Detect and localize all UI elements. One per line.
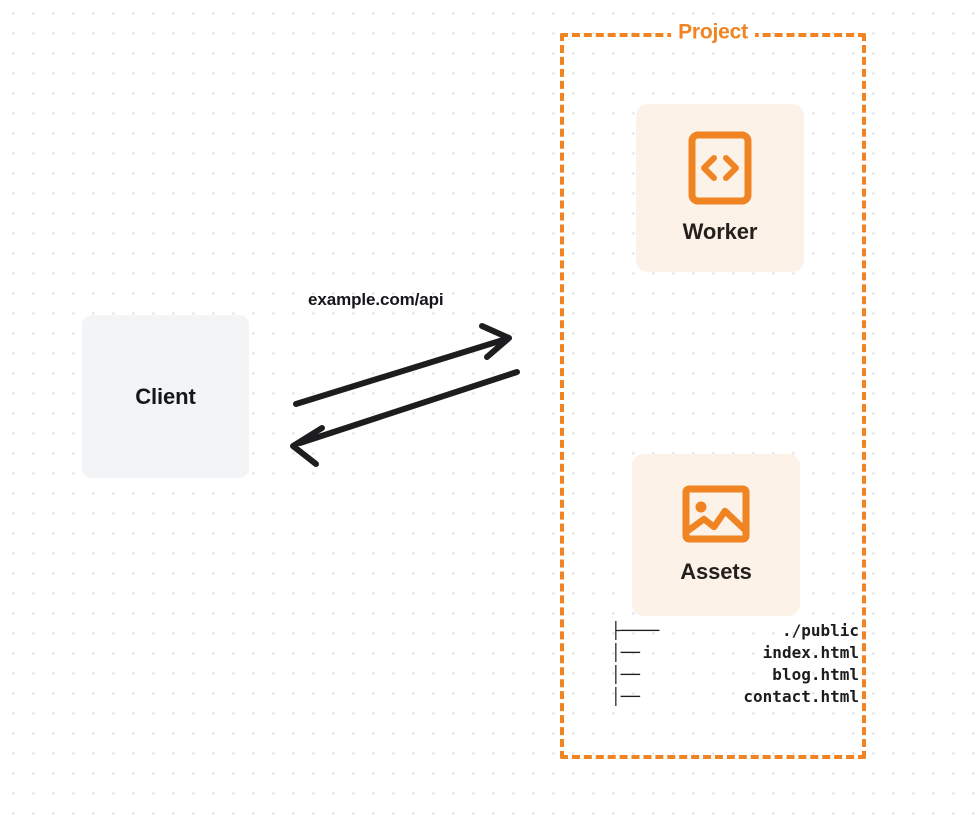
arrow-project-to-client xyxy=(290,369,520,467)
assets-card[interactable]: Assets xyxy=(632,454,800,616)
image-icon xyxy=(682,485,750,543)
worker-card-label: Worker xyxy=(682,219,758,244)
project-container: Project Worker Assets xyxy=(560,20,866,759)
worker-card[interactable]: Worker xyxy=(636,104,804,272)
project-title: Project xyxy=(671,20,755,45)
tree-node-name: index.html xyxy=(762,643,859,662)
code-brackets-icon xyxy=(688,131,752,205)
assets-file-tree: ├──── ./public │── index.html │── blog.h… xyxy=(611,620,859,708)
file-tree-row: │── contact.html xyxy=(611,687,859,706)
tree-node-name: ./public xyxy=(781,621,859,640)
file-tree-row: │── index.html xyxy=(611,643,859,662)
client-node-label: Client xyxy=(135,383,196,409)
file-tree-row: │── blog.html xyxy=(611,665,859,684)
connection-label: example.com/api xyxy=(308,290,444,309)
assets-card-label: Assets xyxy=(680,559,752,584)
arrow-client-to-project xyxy=(293,323,512,407)
file-tree-row: ├──── ./public xyxy=(611,621,859,640)
tree-node-name: contact.html xyxy=(743,687,859,706)
client-node[interactable]: Client xyxy=(82,315,249,478)
tree-node-name: blog.html xyxy=(772,665,859,684)
